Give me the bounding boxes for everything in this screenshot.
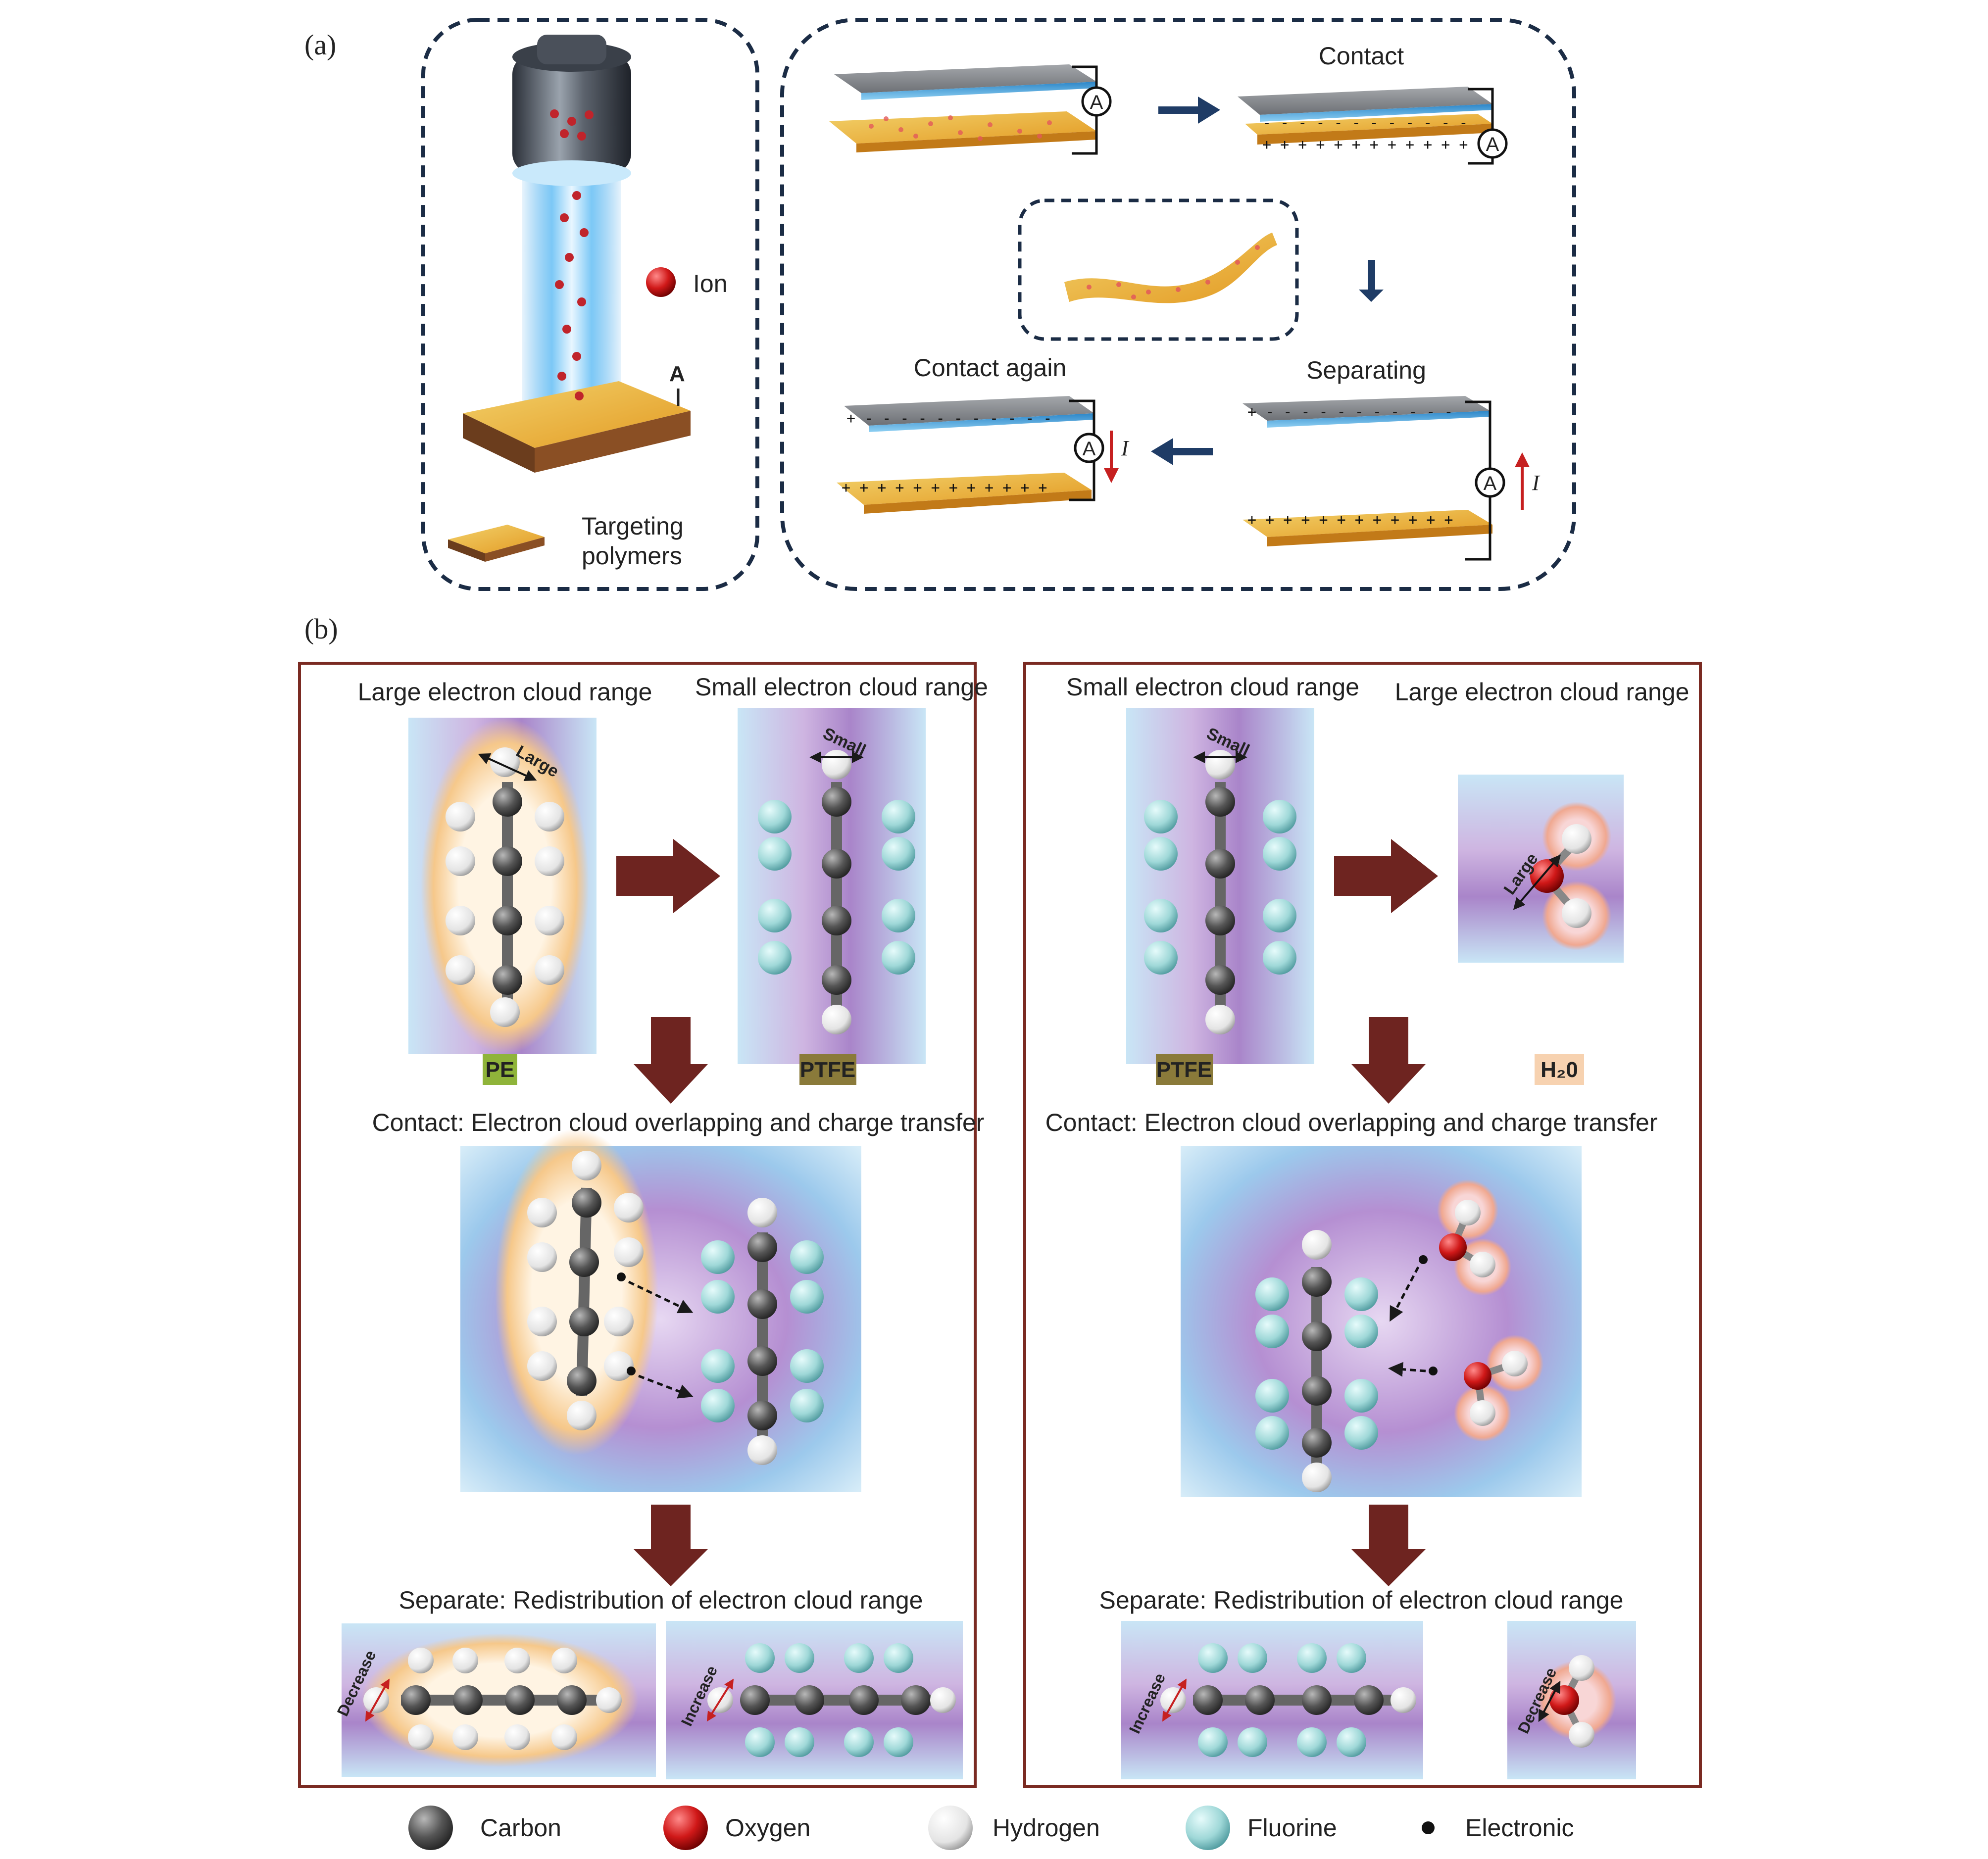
- left-badge-ptfe: [799, 1054, 856, 1085]
- right-badge-ptfe: [1156, 1054, 1213, 1085]
- ammeter-initial: A: [1090, 92, 1103, 113]
- teng-contact-again-state: + - - - - - - - - - - - + + + + + + + + …: [837, 396, 1119, 514]
- contact-again-label: Contact again: [914, 354, 1067, 382]
- left-title-right: Small electron cloud range: [695, 673, 988, 701]
- right-separated-h2o: [1507, 1621, 1636, 1779]
- teng-initial-state: [829, 64, 1112, 155]
- right-contact-molecules: [1181, 1146, 1582, 1497]
- svg-text:+ + + + + + + + + + + +: + + + + + + + + + + + +: [1262, 136, 1468, 153]
- left-arrow-down-2: [634, 1505, 708, 1586]
- pe-molecule-cloud: [408, 718, 596, 1054]
- left-badge-pe: [483, 1054, 517, 1085]
- ptfe-molecule-cloud-right: [1126, 708, 1314, 1064]
- right-badge-h2o-text: H₂0: [1541, 1058, 1578, 1082]
- separating-label: Separating: [1306, 356, 1426, 384]
- left-contact-molecules: [460, 1128, 861, 1492]
- right-arrow-down-2: [1351, 1505, 1426, 1586]
- inset-frame: [1018, 198, 1299, 341]
- legend-electronic-icon: [1422, 1821, 1435, 1834]
- svg-text:+ + + + + + + + + + + +: + + + + + + + + + + + +: [842, 479, 1047, 496]
- teng-separating-state: + - - - - - - - - - - - + + + + + + + + …: [1242, 396, 1530, 561]
- right-badge-ptfe-text: PTFE: [1156, 1058, 1212, 1082]
- svg-text:+ - - - - - - - - - - -: + - - - - - - - - - - -: [1247, 403, 1453, 421]
- svg-text:- - - - - - - - - - - -: - - - - - - - - - - - -: [1262, 114, 1468, 132]
- ion-implanter-illustration: [463, 35, 691, 473]
- panel-b-right-frame: [1023, 662, 1702, 1788]
- panel-a-label: (a): [304, 29, 336, 61]
- arrow-to-contact: [1158, 97, 1220, 124]
- left-arrow-right: [616, 839, 720, 913]
- panel-a-right-frame: [780, 18, 1576, 591]
- current-label-separating: I: [1532, 471, 1541, 495]
- svg-text:+ + + + + + + + + + + +: + + + + + + + + + + + +: [1247, 511, 1453, 529]
- arrow-down-to-separating: [1359, 260, 1384, 302]
- panel-b-left-frame: [298, 662, 977, 1788]
- target-label-line2: polymers: [582, 542, 682, 570]
- left-arrow-down-1: [634, 1017, 708, 1104]
- left-title-left: Large electron cloud range: [358, 678, 652, 706]
- legend-hydrogen-label: Hydrogen: [993, 1814, 1100, 1842]
- right-badge-h2o: [1535, 1054, 1584, 1085]
- legend-fluorine-label: Fluorine: [1247, 1814, 1337, 1842]
- beam-symbol: A: [669, 362, 685, 386]
- current-label-contact-again: I: [1121, 436, 1130, 460]
- legend-fluorine-icon: [1186, 1806, 1230, 1850]
- left-contact-text: Contact: Electron cloud overlapping and …: [372, 1109, 985, 1136]
- target-polymer-icon: [448, 525, 545, 562]
- right-title-left: Small electron cloud range: [1066, 673, 1359, 701]
- legend-carbon-icon: [408, 1806, 453, 1850]
- legend-electronic-label: Electronic: [1465, 1814, 1574, 1842]
- ammeter-separating: A: [1484, 473, 1497, 494]
- arrow-to-contact-again: [1151, 438, 1213, 465]
- right-title-right: Large electron cloud range: [1395, 678, 1690, 706]
- ion-label: Ion: [693, 270, 728, 297]
- right-arrow-down-1: [1351, 1017, 1426, 1104]
- panel-b-label: (b): [304, 613, 338, 645]
- ammeter-contact: A: [1486, 134, 1499, 155]
- teng-contact-state: - - - - - - - - - - - - + + + + + + + + …: [1238, 87, 1508, 165]
- left-badge-ptfe-text: PTFE: [800, 1058, 855, 1082]
- legend-carbon-label: Carbon: [480, 1814, 561, 1842]
- legend-oxygen-icon: [663, 1806, 708, 1850]
- right-arrow-right: [1334, 839, 1438, 913]
- ion-legend-icon: [646, 267, 676, 297]
- target-label-line1: Targeting: [582, 512, 684, 540]
- panel-a-left-frame: [421, 18, 759, 591]
- right-separate-text: Separate: Redistribution of electron clo…: [1099, 1586, 1624, 1614]
- left-separated-ptfe: [666, 1621, 963, 1779]
- ptfe-molecule-cloud-left: [738, 708, 926, 1064]
- legend-hydrogen-icon: [928, 1806, 973, 1850]
- right-contact-text: Contact: Electron cloud overlapping and …: [1045, 1109, 1658, 1136]
- svg-text:+ - - - - - - - - - - -: + - - - - - - - - - - -: [846, 410, 1052, 427]
- contact-label: Contact: [1319, 42, 1404, 70]
- right-separated-ptfe: [1121, 1621, 1423, 1779]
- left-separated-pe: [342, 1623, 656, 1777]
- ammeter-contact-again: A: [1083, 438, 1096, 460]
- h2o-molecule-cloud: [1458, 775, 1624, 963]
- left-badge-pe-text: PE: [486, 1058, 515, 1082]
- legend-oxygen-label: Oxygen: [725, 1814, 810, 1842]
- left-separate-text: Separate: Redistribution of electron clo…: [399, 1586, 923, 1614]
- bent-polymer-illustration: [1064, 233, 1277, 303]
